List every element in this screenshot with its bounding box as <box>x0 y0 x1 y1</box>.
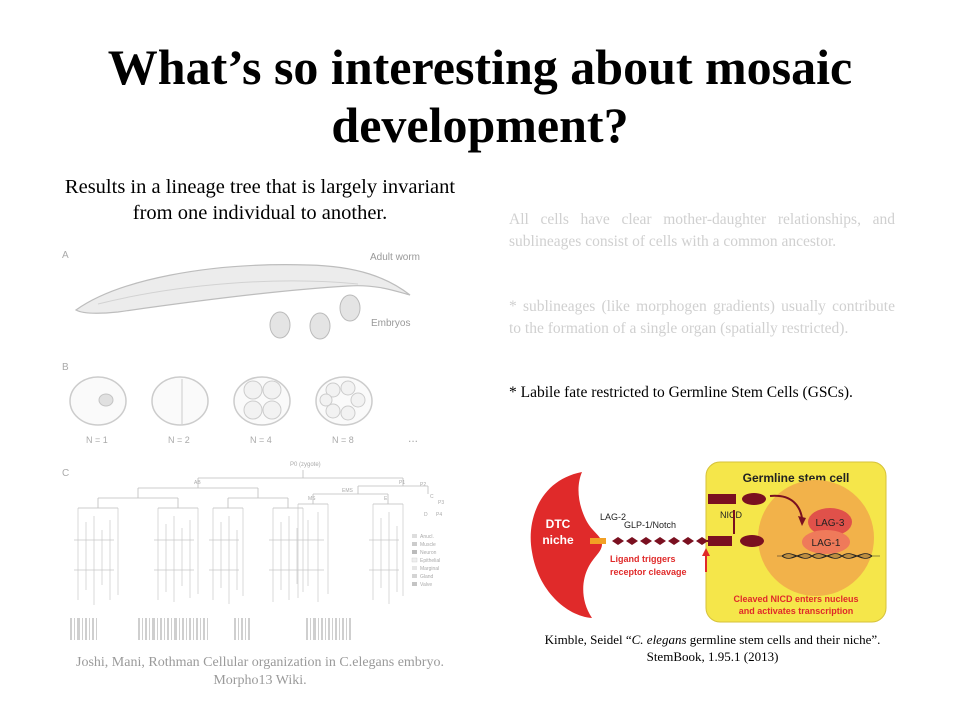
lineage-label: EMS <box>342 488 354 494</box>
blastomere <box>262 380 282 400</box>
lag1-label: LAG-1 <box>812 538 841 549</box>
embryo-2-cell <box>151 376 209 426</box>
ellipsis: ... <box>408 431 418 445</box>
blastomere <box>340 405 356 421</box>
embryo-4-cell <box>233 376 291 426</box>
adult-worm-body <box>74 264 411 314</box>
dtc-label: DTC <box>546 517 571 531</box>
cleaved-nicd-label-1: Cleaved NICD enters nucleus <box>733 594 858 604</box>
lineage-tree <box>78 470 429 509</box>
notch-receptor <box>612 537 708 545</box>
legend-item: Anucl. <box>420 534 434 540</box>
blastomere <box>319 393 333 407</box>
citation-species: C. elegans <box>631 632 687 647</box>
citation-title: germline stem cells and their niche”. St… <box>646 632 881 664</box>
glp1-label: GLP-1/Notch <box>624 520 676 530</box>
cleaved-nicd <box>708 494 736 504</box>
nucleus <box>98 393 114 407</box>
paragraph-sublineages: * sublineages (like morphogen gradients)… <box>509 298 895 337</box>
embryo-2 <box>309 312 331 340</box>
figure-citation-right: Kimble, Seidel “C. elegans germline stem… <box>520 631 905 665</box>
blastomere <box>243 400 263 420</box>
blastomere <box>340 380 356 396</box>
lineage-label: P2 <box>420 482 426 488</box>
slide-title: What’s so interesting about mosaic devel… <box>107 39 853 153</box>
niche-label: niche <box>542 533 574 547</box>
dtc-niche <box>530 472 602 618</box>
cleaved-nicd-label-2: and activates transcription <box>739 606 854 616</box>
panel-c-label: C <box>62 468 69 479</box>
lineage-label: P3 <box>438 500 444 506</box>
lineage-label: MS <box>308 496 316 502</box>
legend: Anucl. Muscle Neuron Epithelial Marginal… <box>411 534 440 588</box>
embryo-1 <box>269 311 291 339</box>
cleavage-label: receptor cleavage <box>610 567 687 577</box>
lineage-label: E <box>384 496 388 502</box>
embryos-label: Embryos <box>371 318 410 329</box>
worm-gut <box>97 280 359 305</box>
lag2-label: LAG-2 <box>600 512 626 522</box>
blastomere <box>262 400 282 420</box>
ligand-label: Ligand triggers <box>610 554 676 564</box>
cell-count-1: N = 1 <box>86 435 108 445</box>
nucleus-entry-arrow <box>769 494 803 519</box>
legend-item: Epithelial <box>420 558 440 564</box>
figure-subtitle: Results in a lineage tree that is largel… <box>64 176 456 224</box>
cell-count-4: N = 4 <box>250 435 272 445</box>
lineage-barcode <box>70 618 351 640</box>
blastomere <box>325 403 341 419</box>
blastomere <box>325 382 341 398</box>
lineage-label: P4 <box>436 512 442 518</box>
legend-item: Valve <box>420 582 432 588</box>
legend-item: Gland <box>420 574 434 580</box>
paragraph-lineage: All cells have clear mother-daughter rel… <box>509 211 895 250</box>
legend-item: Muscle <box>420 542 436 548</box>
lineage-label: P1 <box>399 480 405 486</box>
blastomere <box>243 380 263 400</box>
p0-label: P0 (zygote) <box>290 462 321 468</box>
legend-item: Marginal <box>420 566 439 572</box>
citation-authors: Kimble, Seidel “ <box>544 632 632 647</box>
lineage-label: AB <box>194 480 201 486</box>
lineage-label: C <box>430 494 434 500</box>
lineage-label: D <box>424 512 428 518</box>
nicd-domain <box>740 535 764 547</box>
cleaved-nicd-domain <box>742 493 766 505</box>
panel-a-label: A <box>62 250 69 261</box>
worm-lineage-figure: A Adult worm Embryos B N = 1 N = 2 N = 4… <box>62 250 444 640</box>
panel-b-label: B <box>62 362 69 373</box>
embryo-1-cell <box>69 376 127 426</box>
legend-item: Neuron <box>420 550 437 556</box>
figure-citation-left: Joshi, Mani, Rothman Cellular organizati… <box>76 655 444 688</box>
lag3-label: LAG-3 <box>816 518 845 529</box>
lag1-blob <box>802 530 850 554</box>
lineage-branches <box>74 504 404 605</box>
blastomere <box>350 392 366 408</box>
lag2-ligand <box>590 538 606 544</box>
nicd-label: NICD <box>720 510 742 520</box>
adult-worm-label: Adult worm <box>370 252 420 263</box>
cell-count-2: N = 2 <box>168 435 190 445</box>
lag3-blob <box>808 508 852 536</box>
gsc-niche-diagram: Germline stem cell LAG-3 LAG-1 DTC niche… <box>530 461 887 623</box>
embryo-3 <box>339 294 361 322</box>
paragraph-gsc: * Labile fate restricted to Germline Ste… <box>509 384 853 401</box>
cell-count-8: N = 8 <box>332 435 354 445</box>
membrane-receptor <box>708 536 732 546</box>
